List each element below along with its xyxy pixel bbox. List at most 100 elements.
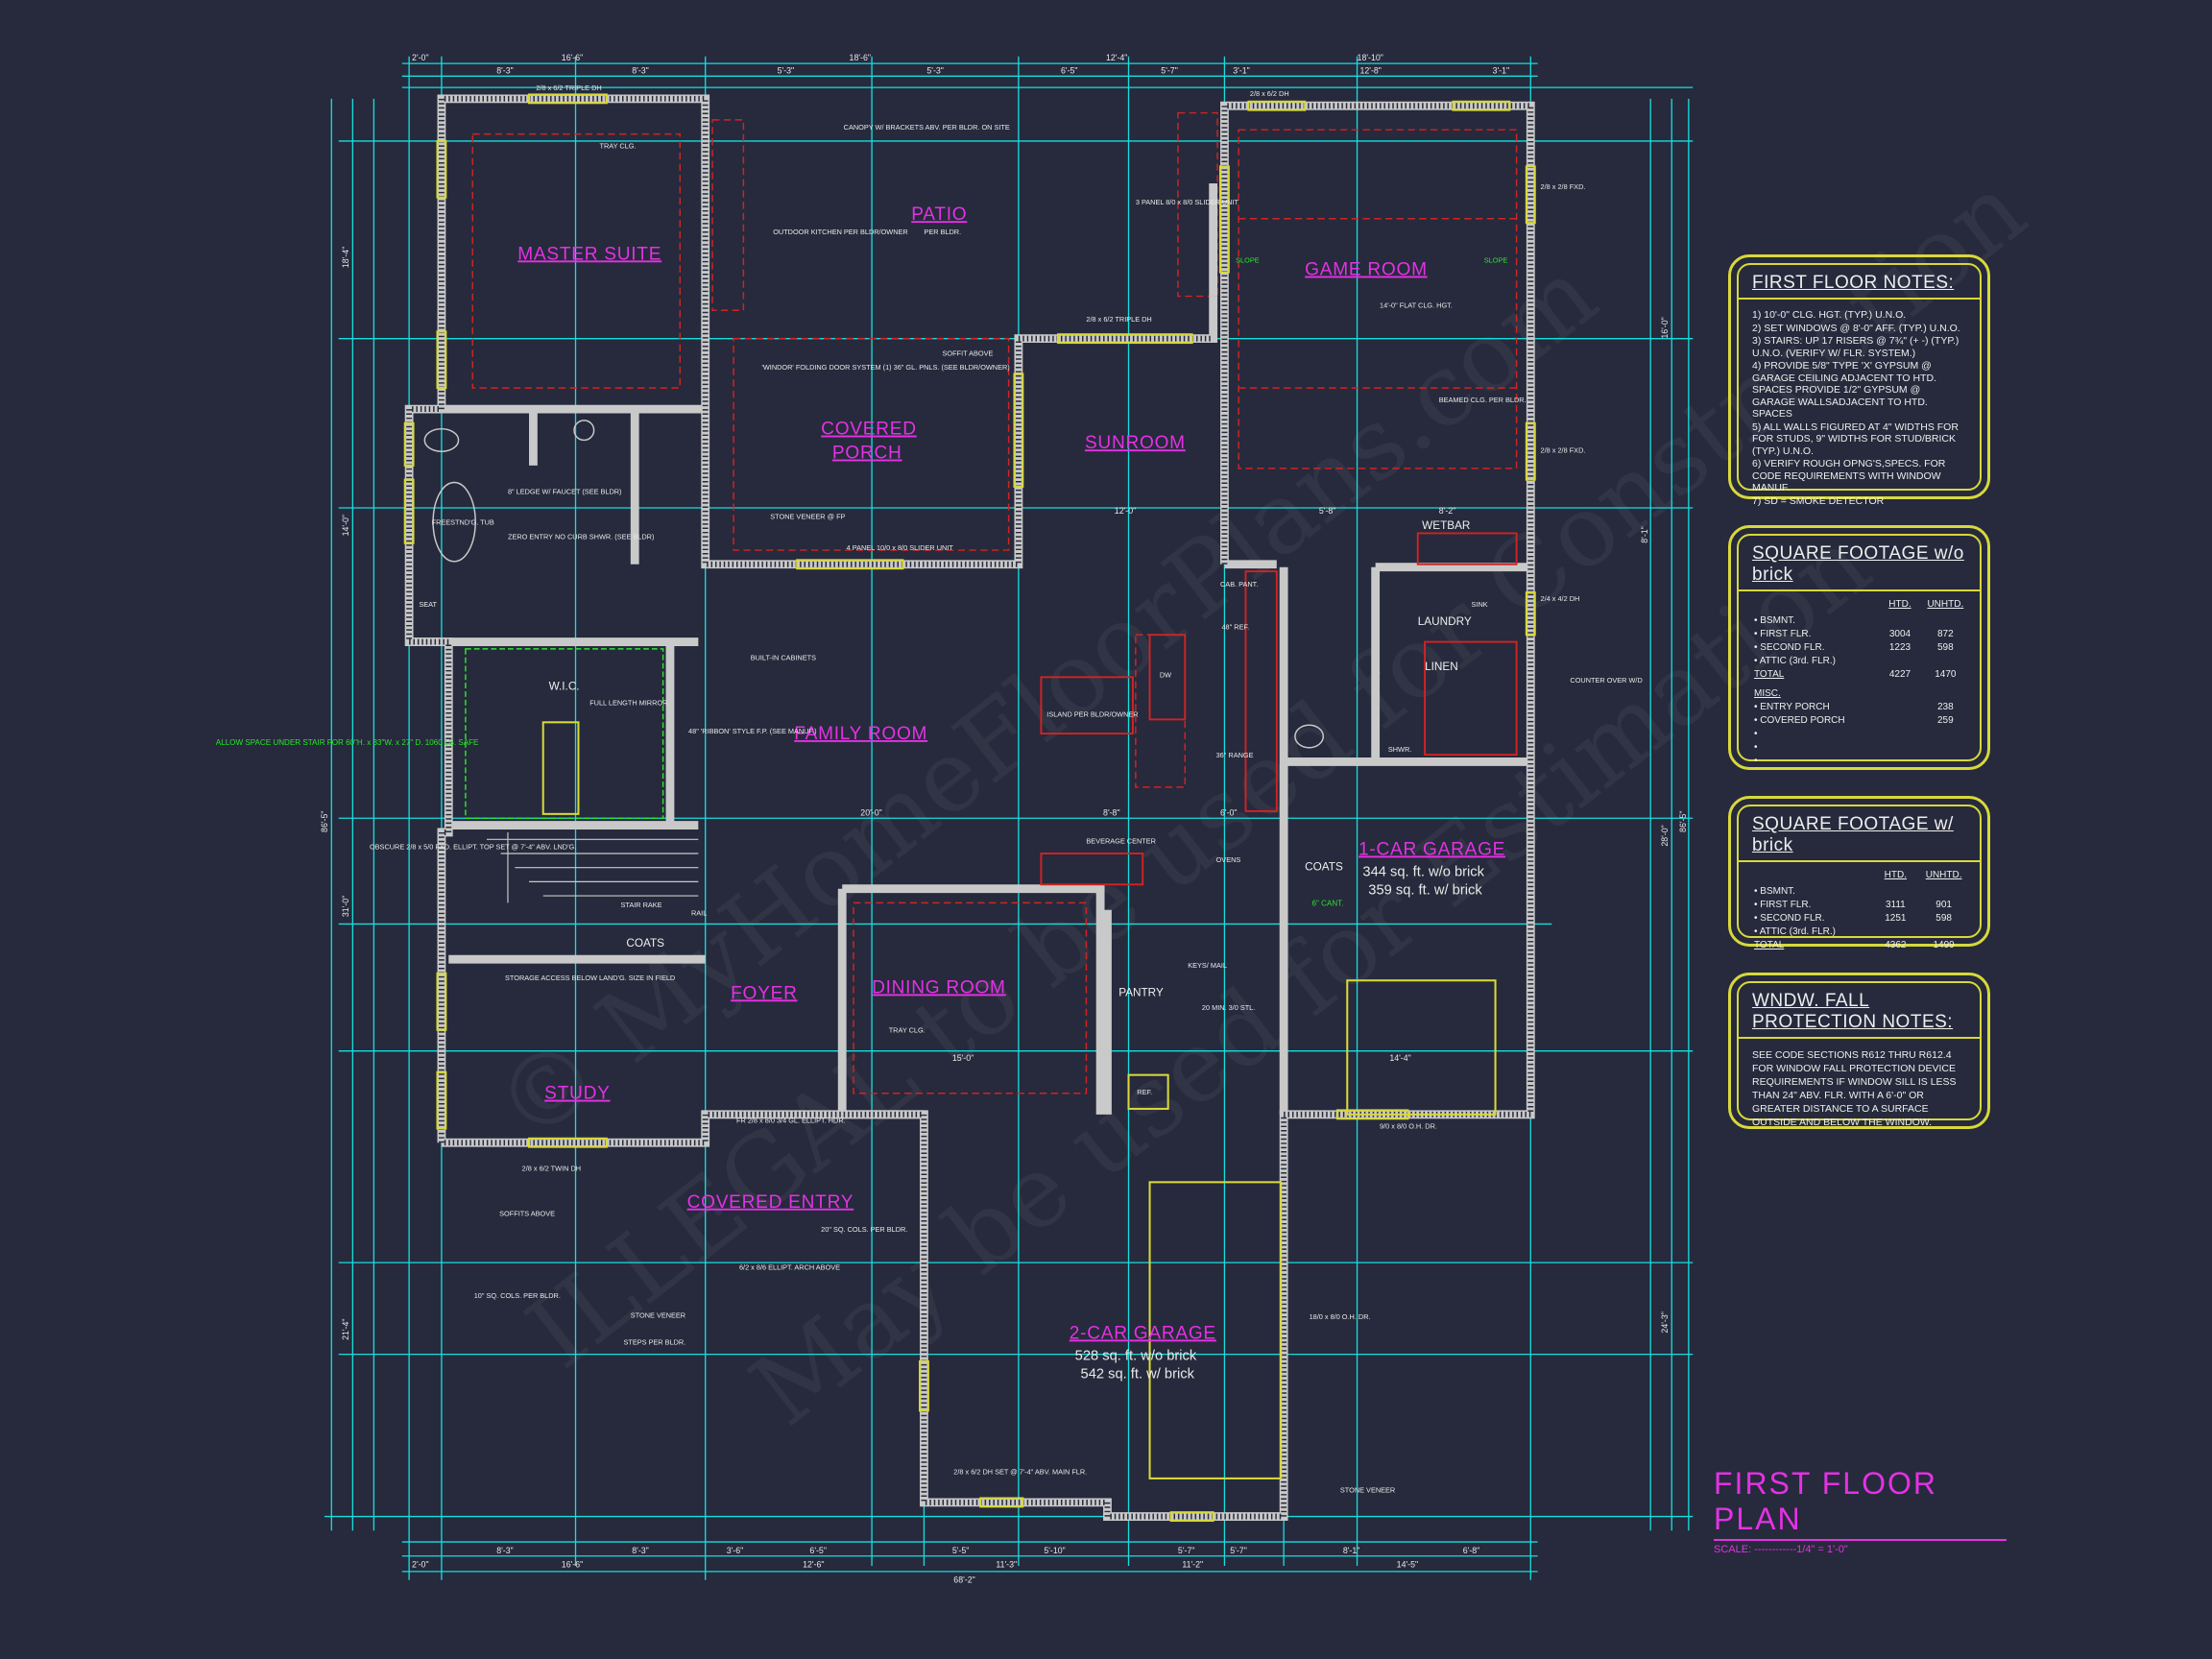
dimension-label: 8'-3" <box>496 1546 514 1555</box>
dimension-label: 8'-1" <box>1640 526 1649 543</box>
first-floor-notes-panel: FIRST FLOOR NOTES: 1) 10'-0" CLG. HGT. (… <box>1728 254 1990 507</box>
garage1-sqft-wo: 344 sq. ft. w/o brick <box>1362 864 1484 879</box>
table-row: • BSMNT. <box>1752 613 1973 627</box>
garage1-sqft-w: 359 sq. ft. w/ brick <box>1368 883 1482 899</box>
dimension-label: 16'-6" <box>562 53 583 62</box>
dimension-label: 28'-0" <box>1660 825 1670 846</box>
note-built-in: BUILT-IN CABINETS <box>751 654 816 662</box>
note-tray-ceiling: TRAY CLG. <box>889 1026 926 1035</box>
note-canopy: CANOPY W/ BRACKETS ABV. PER BLDR. ON SIT… <box>844 123 1010 132</box>
dimension-label: 6'-5" <box>809 1546 827 1555</box>
dimension-label: 8'-2" <box>1439 506 1456 516</box>
cell: 1499 <box>1933 939 1955 950</box>
window-label: 2/4 x 4/2 DH <box>1541 594 1580 603</box>
note-tub: FREESTND'G. TUB <box>432 518 494 527</box>
panel-title: SQUARE FOOTAGE w/ brick <box>1739 806 1980 862</box>
room-master-suite: MASTER SUITE <box>517 244 661 264</box>
row-label: TOTAL <box>1754 668 1785 680</box>
note-rail: RAIL <box>691 909 707 918</box>
note-sink: SINK <box>1472 600 1488 609</box>
room-pantry: PANTRY <box>1118 986 1164 998</box>
kitchen-counters <box>1040 532 1518 886</box>
cell: 3004 <box>1888 628 1911 639</box>
row-label: • FIRST FLR. <box>1754 628 1812 639</box>
stairs <box>486 831 699 903</box>
col-header: HTD. <box>1888 599 1911 610</box>
cell: 259 <box>1937 715 1954 726</box>
cell: 1223 <box>1888 641 1911 653</box>
dimension-label: 11'-2" <box>1182 1559 1203 1569</box>
windows <box>403 93 1536 1523</box>
mirror <box>541 721 580 815</box>
dimension-label: 12'-0" <box>1115 506 1136 516</box>
fall-protection-panel: WNDW. FALL PROTECTION NOTES: SEE CODE SE… <box>1728 973 1990 1129</box>
room-family-room: FAMILY ROOM <box>794 724 927 744</box>
dimension-label: 68'-2" <box>953 1575 974 1585</box>
row-label: • <box>1754 756 1758 766</box>
row-label: • ENTRY PORCH <box>1754 702 1830 712</box>
row-label: • FIRST FLR. <box>1754 899 1812 910</box>
room-covered-entry: COVERED ENTRY <box>687 1192 854 1213</box>
cell: 3111 <box>1885 899 1906 910</box>
dimension-label: 86'-5" <box>1678 811 1688 832</box>
note-entry-door: FR 2/8 x 8/0 3/4 GL. ELLIPT. HDR. <box>736 1117 846 1125</box>
dimension-label: 5'-5" <box>952 1546 970 1555</box>
note-flat-ceiling: 14'-0" FLAT CLG. HGT. <box>1380 301 1453 309</box>
note-door: 20 MIN. 3/0 STL. <box>1202 1003 1255 1012</box>
note-tray-ceiling: TRAY CLG. <box>599 141 636 150</box>
dimension-label: 5'-3" <box>778 65 795 75</box>
note-seat: SEAT <box>419 600 437 609</box>
panel-title: WNDW. FALL PROTECTION NOTES: <box>1739 983 1980 1039</box>
cell <box>1918 654 1973 667</box>
note-mirror: FULL LENGTH MIRROR <box>589 699 667 708</box>
note-outdoor-kitchen: OUTDOOR KITCHEN PER BLDR/OWNER <box>773 228 907 236</box>
note-beverage: BEVERAGE CENTER <box>1086 837 1155 846</box>
dimension-label: 12'-4" <box>1106 53 1127 62</box>
table-row: • BSMNT. <box>1752 884 1973 898</box>
note-obscure-window: OBSCURE 2/8 x 5/0 FXD. ELLIPT. TOP SET @… <box>370 843 576 852</box>
dimension-label: 8'-3" <box>632 1546 649 1555</box>
note-ledge: 8" LEDGE W/ FAUCET (SEE BLDR) <box>508 487 622 495</box>
row-label: • BSMNT. <box>1754 614 1795 626</box>
dimension-label: 16'-0" <box>1660 317 1670 338</box>
note-ref: 48" REF. <box>1221 622 1249 631</box>
cell: 4362 <box>1885 939 1907 950</box>
dimension-label: 8'-8" <box>1103 807 1120 817</box>
room-sunroom: SUNROOM <box>1085 433 1186 453</box>
note-soffits: SOFFITS ABOVE <box>499 1210 555 1218</box>
dimension-label: 15'-0" <box>952 1053 974 1063</box>
note-slider: 3 PANEL 8/0 x 8/0 SLIDER UNIT <box>1136 198 1239 206</box>
dimension-label: 21'-4" <box>341 1318 350 1339</box>
dimension-label: 5'-7" <box>1178 1546 1195 1555</box>
dimension-label: 18'-6" <box>850 53 871 62</box>
dimension-label: 14'-5" <box>1397 1559 1418 1569</box>
row-label: • ATTIC (3rd. FLR.) <box>1754 926 1836 937</box>
note-stone-veneer: STONE VENEER @ FP <box>770 513 845 521</box>
room-patio: PATIO <box>911 204 967 225</box>
garage-2-car-door-outline <box>1148 1181 1283 1479</box>
room-wic: W.I.C. <box>549 681 580 693</box>
drawing-title: FIRST FLOOR PLAN <box>1714 1466 2007 1541</box>
note-beamed-ceiling: BEAMED CLG. PER BLDR. <box>1439 396 1527 404</box>
dimension-label: 18'-10" <box>1358 53 1383 62</box>
window-label: 2/8 x 6/2 DH SET @ 7'-4" ABV. MAIN FLR. <box>953 1468 1087 1477</box>
dimension-label: 5'-3" <box>926 65 944 75</box>
cell: 598 <box>1936 912 1952 924</box>
cell <box>1882 654 1917 667</box>
note-fireplace: 48" 'RIBBON' STYLE F.P. (SEE MANUF.) <box>688 727 817 735</box>
dimension-label: 6'-5" <box>1061 65 1078 75</box>
room-coats: COATS <box>626 937 664 950</box>
dimension-label: 16'-6" <box>562 1559 583 1569</box>
misc-label: MISC. <box>1754 688 1781 699</box>
note-stone-veneer: STONE VENEER <box>631 1310 685 1319</box>
dimension-label: 12'-8" <box>1359 65 1381 75</box>
room-linen: LINEN <box>1425 661 1458 673</box>
cell: 238 <box>1937 702 1954 712</box>
dimension-label: 5'-7" <box>1230 1546 1247 1555</box>
note-item: 3) STAIRS: UP 17 RISERS @ 7¾" (+ -) (TYP… <box>1752 335 1960 359</box>
room-study: STUDY <box>544 1084 610 1104</box>
